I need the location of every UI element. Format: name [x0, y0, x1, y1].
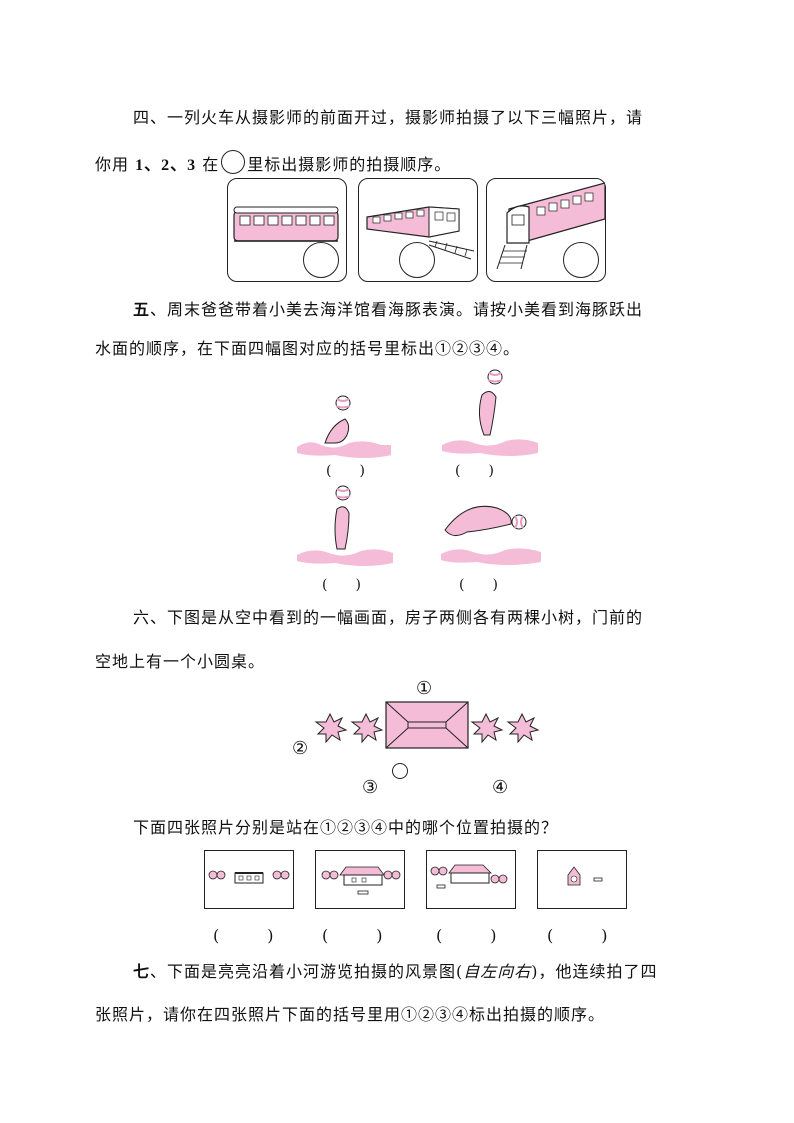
q7-line1: 七、下面是亮亮沿着小河游览拍摄的风景图(自左向右)，他连续拍了四	[133, 958, 658, 982]
q4-text-b: 在	[202, 155, 220, 174]
dolphin-paren-3[interactable]: ( )	[322, 577, 361, 593]
train-front-icon	[496, 182, 606, 270]
dolphin-paren-2[interactable]: ( )	[455, 463, 494, 479]
q4-text-c: 里标出摄影师的拍摄顺序。	[247, 155, 452, 174]
house-table-left-icon	[430, 864, 508, 889]
q7-text-c: )，他连续拍了四	[531, 962, 658, 981]
dolphin-picture-1	[297, 395, 391, 458]
train-photo-3	[486, 178, 606, 282]
q5-number: 五	[133, 300, 151, 319]
house-photo-3	[426, 850, 516, 909]
answer-circle-2[interactable]	[399, 242, 435, 278]
q7-text-a: 、下面是亮亮沿着小河游览拍摄的风景图(	[150, 962, 464, 981]
q4-text-a: 你用	[95, 155, 130, 174]
position-2-label: ②	[292, 738, 309, 759]
position-4-label: ④	[492, 777, 509, 798]
q4-numbers: 1、2、3	[135, 157, 197, 174]
aerial-view-diagram	[314, 701, 540, 749]
dolphin-paren-4[interactable]: ( )	[459, 577, 498, 593]
q6-line1: 六、下图是从空中看到的一幅画面，房子两侧各有两棵小树，门前的	[133, 608, 644, 627]
q6-line2: 空地上有一个小圆桌。	[95, 652, 266, 671]
train-photo-1	[227, 178, 347, 282]
round-table-icon	[392, 763, 408, 779]
q4-line2: 你用 1、2、3 在 里标出摄影师的拍摄顺序。	[95, 150, 451, 175]
q5-line1: 五、周末爸爸带着小美去海洋馆看海豚表演。请按小美看到海豚跃出	[133, 296, 643, 320]
q5-text: 、周末爸爸带着小美去海洋馆看海豚表演。请按小美看到海豚跃出	[150, 300, 644, 319]
house-trees-icon	[208, 870, 290, 884]
position-3-label: ③	[362, 777, 379, 798]
inline-circle-icon	[221, 150, 246, 174]
house-side-icon	[567, 866, 603, 886]
house-photo-4	[537, 850, 627, 909]
house-photo-1	[204, 850, 294, 909]
position-1-label: ①	[416, 678, 433, 699]
photo-paren-2[interactable]: ( )	[322, 926, 383, 945]
dolphin-picture-3	[297, 485, 393, 566]
train-angled-icon	[366, 206, 475, 260]
answer-circle-3[interactable]	[563, 242, 599, 278]
q7-text-italic: 自左向右	[463, 962, 532, 981]
q7-line2: 张照片，请你在四张照片下面的括号里用①②③④标出拍摄的顺序。	[95, 1005, 606, 1024]
house-roof-icon	[385, 701, 469, 749]
dolphin-picture-4	[441, 505, 541, 565]
answer-circle-1[interactable]	[303, 242, 339, 278]
house-table-icon	[321, 866, 401, 895]
photo-paren-3[interactable]: ( )	[436, 926, 497, 945]
q4-line1: 四、一列火车从摄影师的前面开过，摄影师拍摄了以下三幅照片，请	[133, 108, 644, 127]
dolphin-paren-1[interactable]: ( )	[326, 463, 365, 479]
dolphin-picture-2	[442, 369, 538, 456]
house-photo-2	[315, 850, 405, 909]
tree-icon	[314, 712, 540, 744]
q6-question: 下面四张照片分别是站在①②③④中的哪个位置拍摄的？	[133, 818, 559, 837]
train-side-icon	[233, 206, 339, 242]
photo-paren-4[interactable]: ( )	[547, 926, 608, 945]
q7-number: 七	[133, 962, 151, 981]
q5-line2: 水面的顺序，在下面四幅图对应的括号里标出①②③④。	[95, 339, 521, 358]
photo-paren-1[interactable]: ( )	[213, 926, 274, 945]
